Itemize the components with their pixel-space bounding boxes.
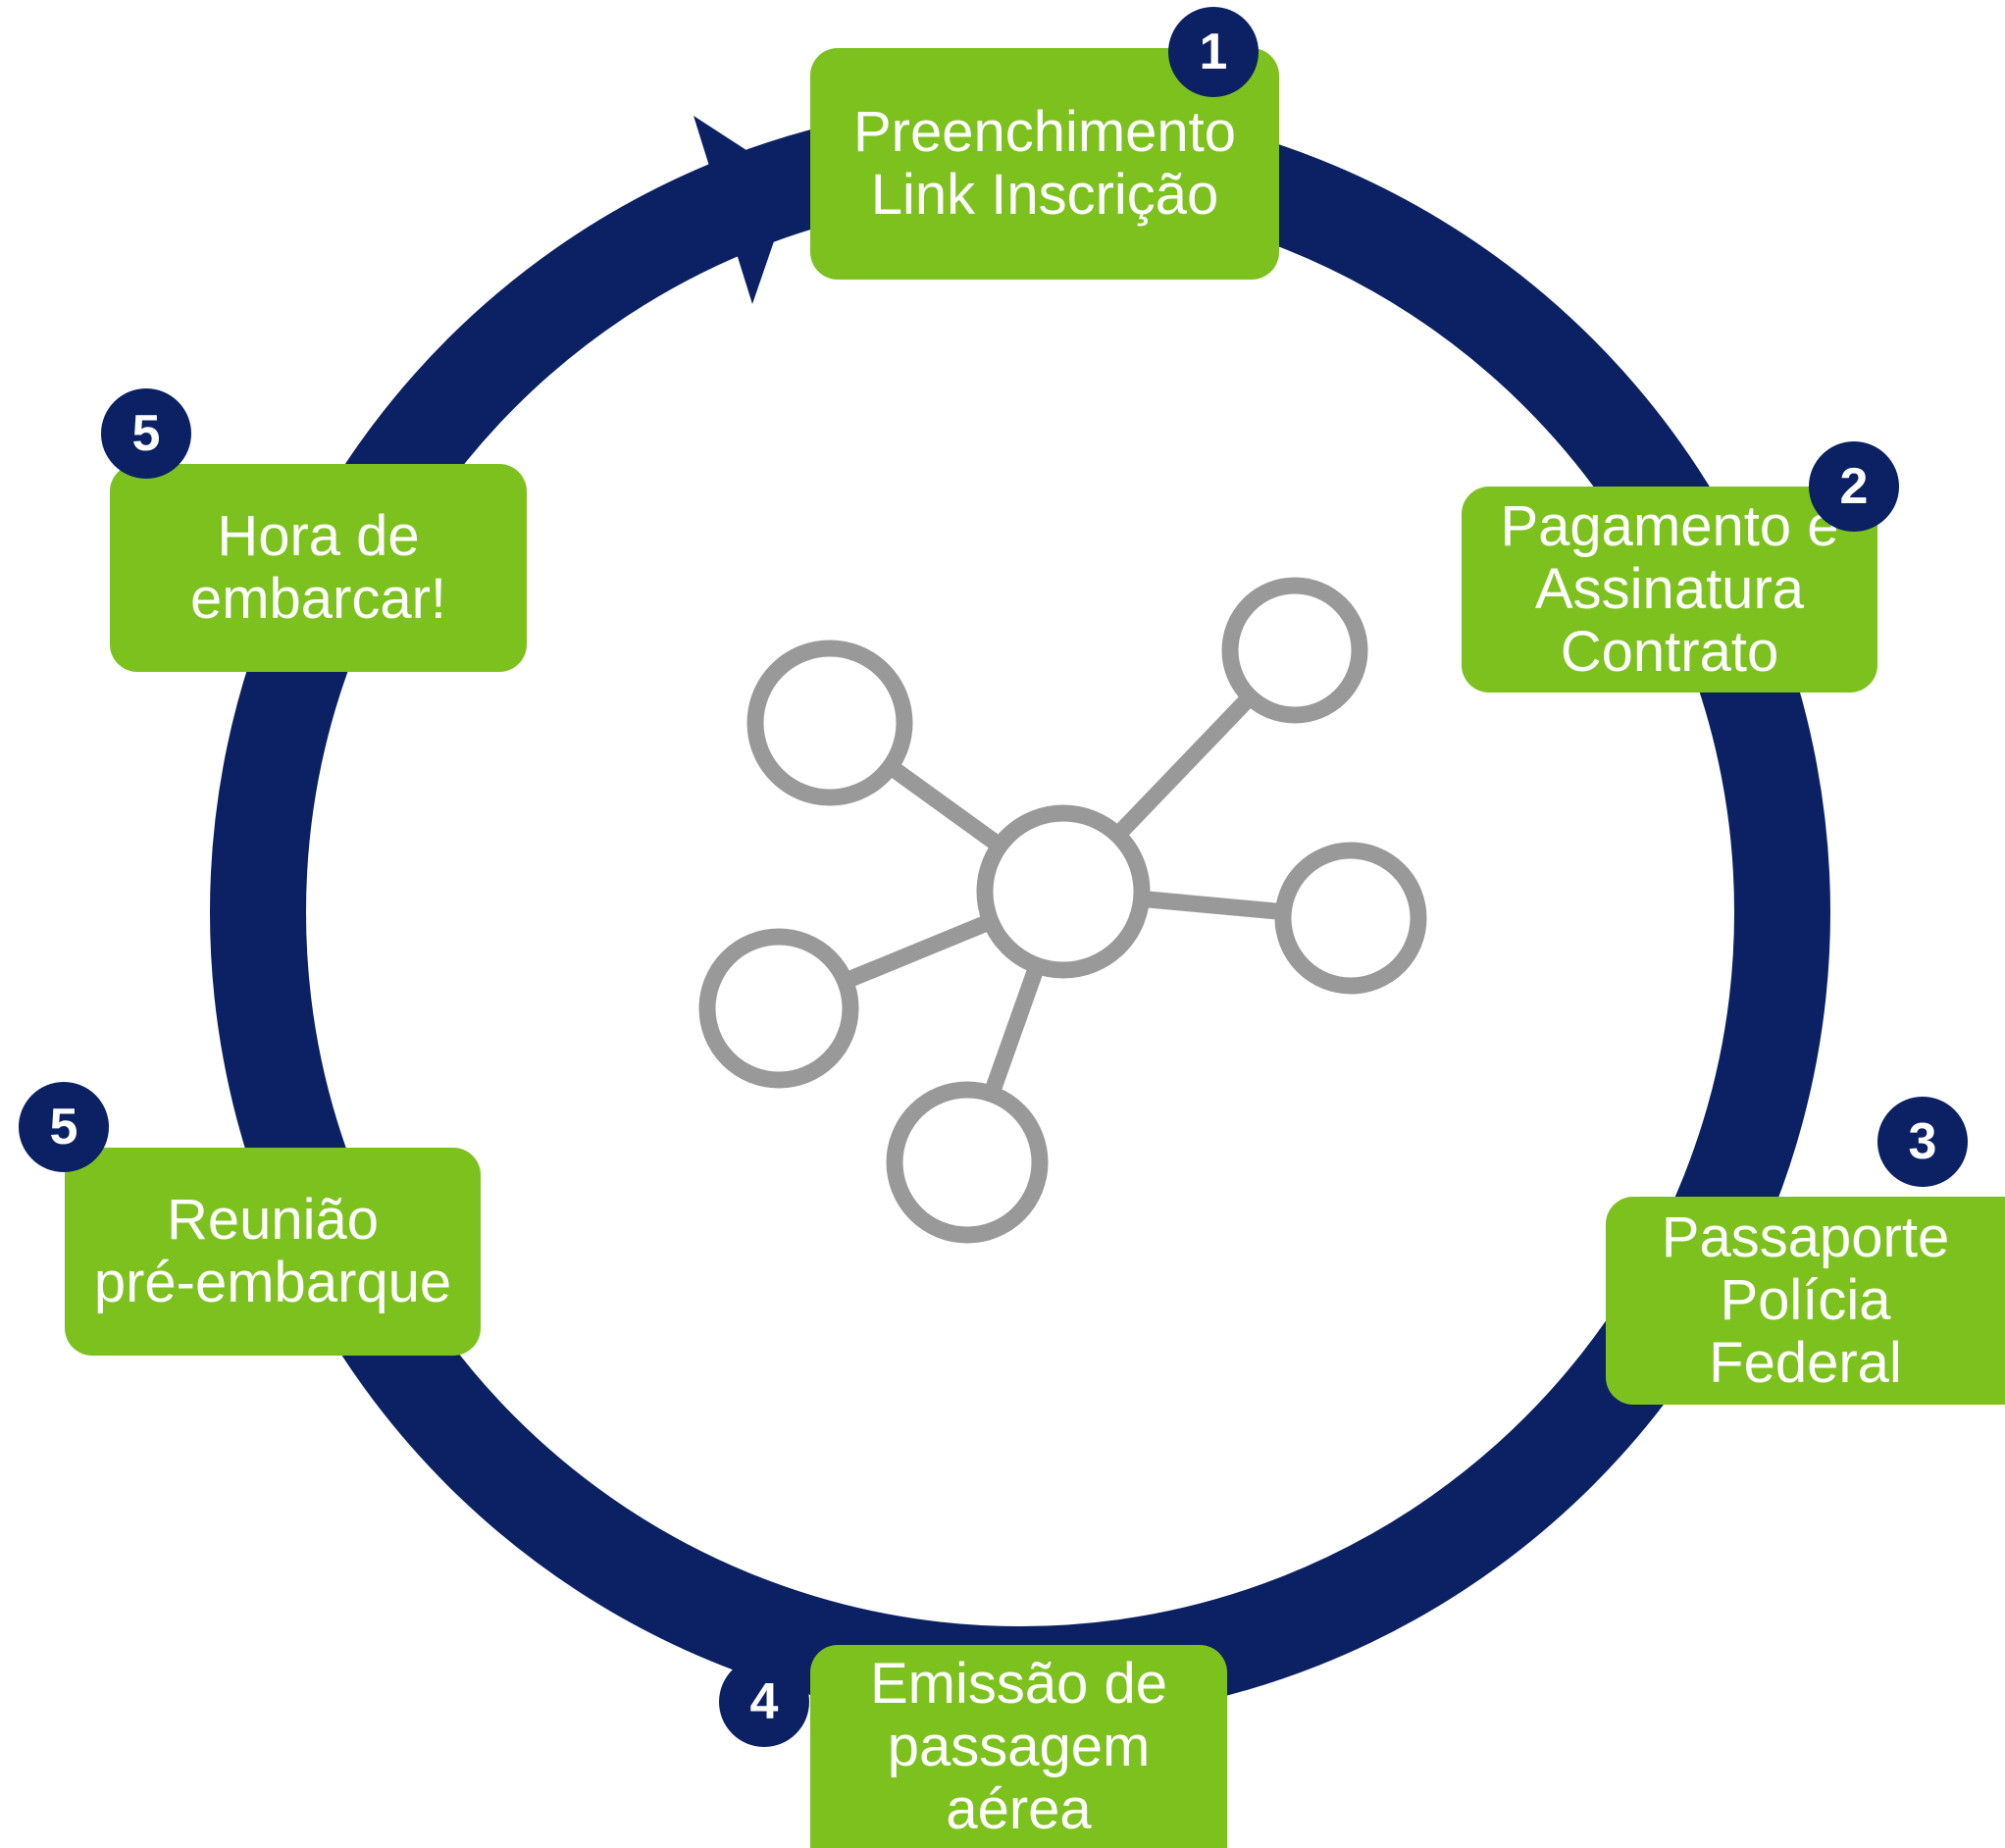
network-node <box>886 1081 1049 1244</box>
network-hub-node <box>976 804 1151 979</box>
step-5-meeting-box: Reunião pré-embarque <box>65 1148 481 1356</box>
step-3-badge: 3 <box>1877 1097 1968 1187</box>
step-1-badge: 1 <box>1168 7 1259 97</box>
step-4-label: Emissão de passagem aérea <box>869 1651 1168 1841</box>
step-5-boarding-box: Hora de embarcar! <box>110 464 527 672</box>
cycle-arrow-head <box>694 116 795 304</box>
network-node <box>1221 577 1368 724</box>
network-node <box>698 928 859 1089</box>
step-3-box: Passaporte Polícia Federal <box>1606 1197 2005 1405</box>
network-icon <box>698 577 1427 1244</box>
step-4-box: Emissão de passagem aérea <box>810 1645 1227 1848</box>
network-node <box>746 640 913 806</box>
step-2-badge: 2 <box>1809 441 1899 532</box>
step-5-meeting-label: Reunião pré-embarque <box>93 1188 452 1314</box>
step-3-label: Passaporte Polícia Federal <box>1661 1206 1950 1395</box>
step-5-boarding-label: Hora de embarcar! <box>189 504 447 631</box>
step-5-boarding-badge: 5 <box>101 388 191 479</box>
network-node <box>1274 842 1427 995</box>
step-4-badge: 4 <box>719 1657 809 1747</box>
step-2-box: Pagamento e Assinatura Contrato <box>1462 487 1877 693</box>
step-1-label: Preenchimento Link Inscrição <box>852 100 1237 227</box>
step-2-label: Pagamento e Assinatura Contrato <box>1500 494 1839 684</box>
step-5-meeting-badge: 5 <box>19 1082 109 1172</box>
